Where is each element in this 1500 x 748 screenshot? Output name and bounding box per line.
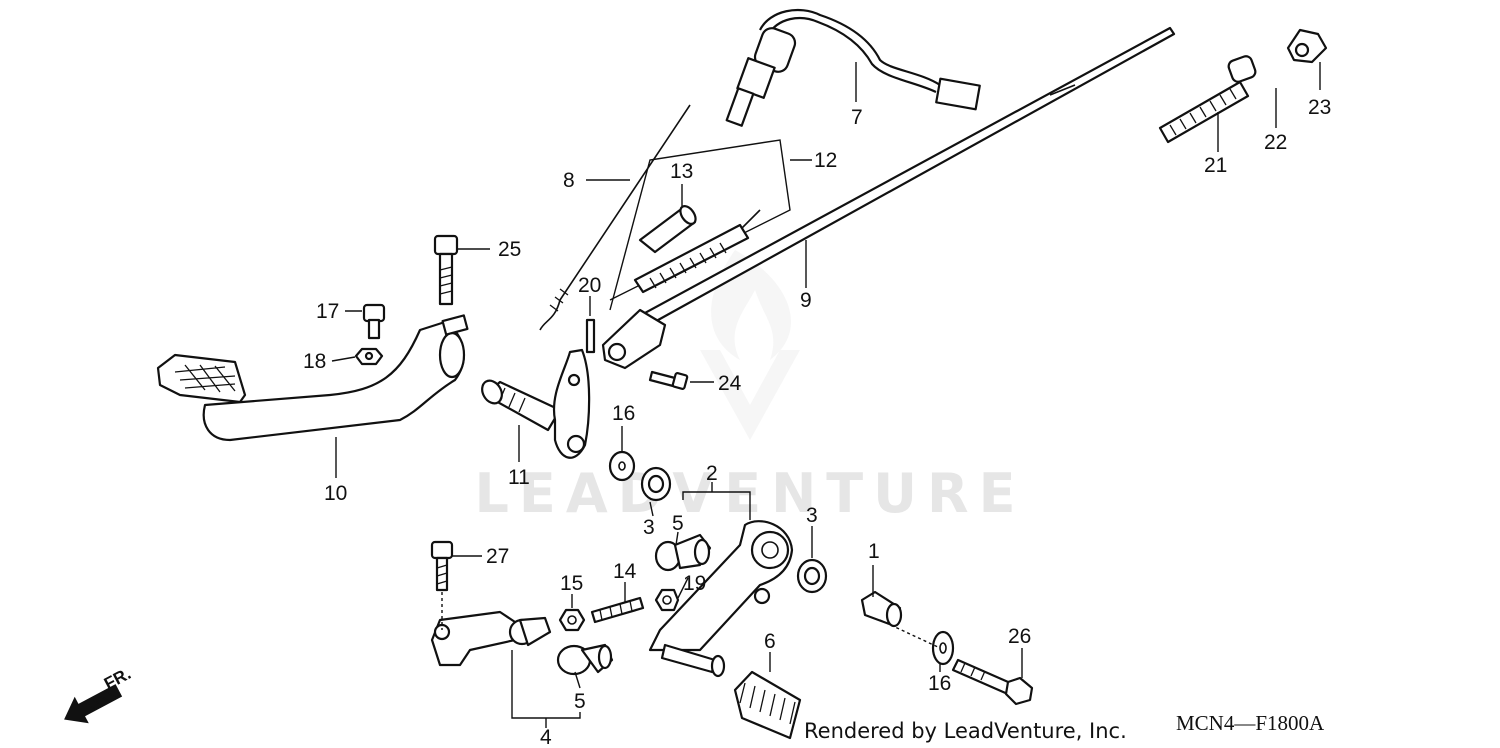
part-16-washer-lower — [931, 630, 955, 666]
part-7-brake-switch — [725, 8, 981, 127]
part-2-shift-arm — [648, 520, 794, 678]
callout-23: 23 — [1308, 96, 1331, 119]
part-16-washer-upper — [608, 450, 636, 482]
callout-25: 25 — [498, 238, 521, 261]
fr-label: FR. — [101, 664, 134, 694]
part-3-bearing-upper — [640, 466, 672, 502]
callout-5-upper: 5 — [672, 512, 684, 535]
part-18-nut — [354, 347, 384, 366]
callout-27: 27 — [486, 545, 509, 568]
part-22-collar — [1227, 55, 1257, 83]
part-23-cap — [1286, 28, 1328, 64]
callout-8: 8 — [563, 169, 575, 192]
callout-10: 10 — [324, 482, 347, 505]
callout-4: 4 — [540, 726, 552, 748]
callout-20: 20 — [578, 274, 601, 297]
part-27-bolt — [430, 540, 454, 592]
part-5-joint-upper — [654, 533, 712, 572]
callout-2: 2 — [706, 462, 718, 485]
callout-3-lower: 3 — [806, 504, 818, 527]
watermark-text: LEADVENTURE — [475, 462, 1026, 525]
callout-17: 17 — [316, 300, 339, 323]
part-8-spring — [539, 104, 691, 331]
callout-9: 9 — [800, 289, 812, 312]
part-26-bolt — [951, 658, 1034, 706]
part-9-rod — [601, 26, 1176, 370]
callout-7: 7 — [851, 106, 863, 129]
part-19-nut — [654, 588, 680, 612]
callout-12: 12 — [814, 149, 837, 172]
callout-19: 19 — [683, 572, 706, 595]
callout-13: 13 — [670, 160, 693, 183]
part-20-pin — [585, 318, 596, 354]
part-15-nut — [558, 608, 586, 632]
leader-lines — [331, 62, 1321, 728]
part-5-joint-lower — [556, 643, 614, 676]
callout-6: 6 — [764, 630, 776, 653]
callout-16-lower: 16 — [928, 672, 951, 695]
part-3-bearing-lower — [796, 558, 828, 594]
part-13-sleeve — [638, 205, 697, 254]
callout-14: 14 — [613, 560, 637, 583]
part-12-spring — [633, 209, 761, 294]
front-direction-indicator: FR. — [64, 664, 134, 724]
callout-24: 24 — [718, 372, 742, 395]
callout-11: 11 — [508, 466, 530, 489]
rendered-by-credit: Rendered by LeadVenture, Inc. — [804, 719, 1127, 743]
callout-labels: 1 2 3 3 4 5 5 6 7 8 9 10 11 12 13 14 15 … — [303, 96, 1331, 748]
callout-16-upper: 16 — [612, 402, 635, 425]
part-4-linkage-arm — [430, 610, 552, 667]
callout-5-lower: 5 — [574, 690, 586, 713]
part-14-rod — [590, 596, 645, 624]
callout-18: 18 — [303, 350, 326, 373]
part-10-brake-pedal — [156, 314, 469, 442]
part-21-spring — [1158, 80, 1250, 144]
arrow-left-icon — [64, 684, 123, 724]
callout-21: 21 — [1204, 154, 1227, 177]
diagram-code: MCN4—F1800A — [1176, 711, 1325, 735]
callout-26: 26 — [1008, 625, 1031, 648]
part-25-bolt — [433, 234, 459, 306]
part-17-bolt — [362, 303, 386, 340]
part-24-bolt — [648, 370, 689, 390]
callout-22: 22 — [1264, 131, 1287, 154]
part-6-rubber — [733, 670, 802, 740]
callout-1: 1 — [868, 540, 880, 563]
callout-3-upper: 3 — [643, 516, 655, 539]
part-11-shaft-arm — [481, 348, 591, 459]
callout-15: 15 — [560, 572, 583, 595]
